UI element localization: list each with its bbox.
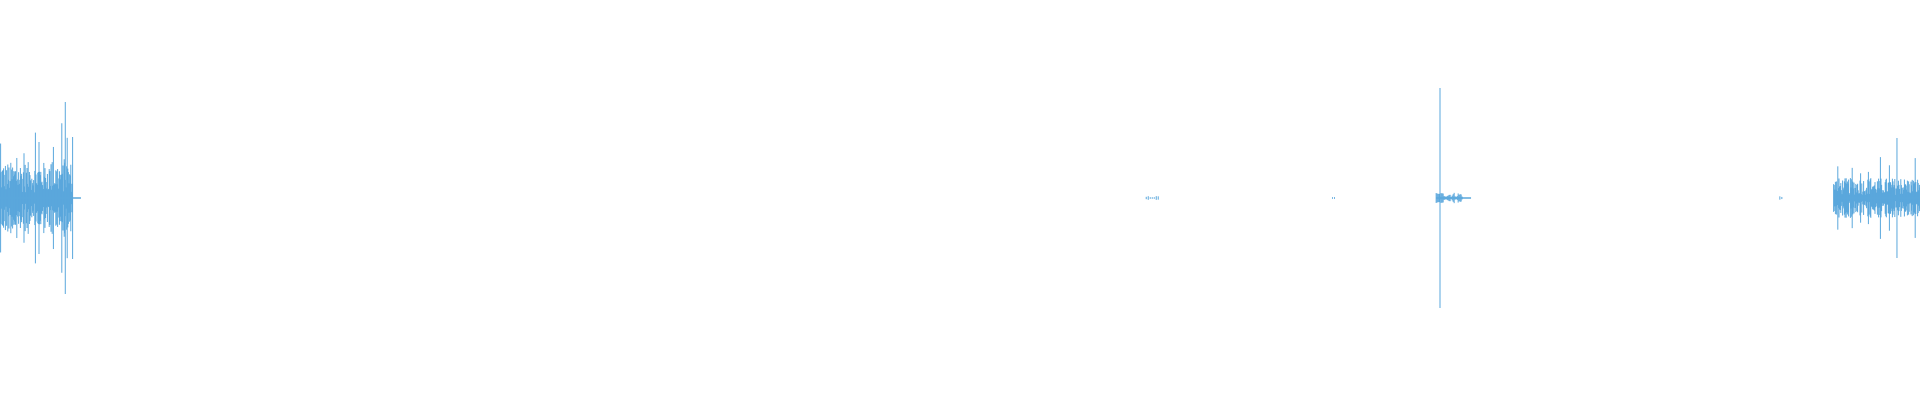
waveform-bars — [0, 88, 1920, 308]
